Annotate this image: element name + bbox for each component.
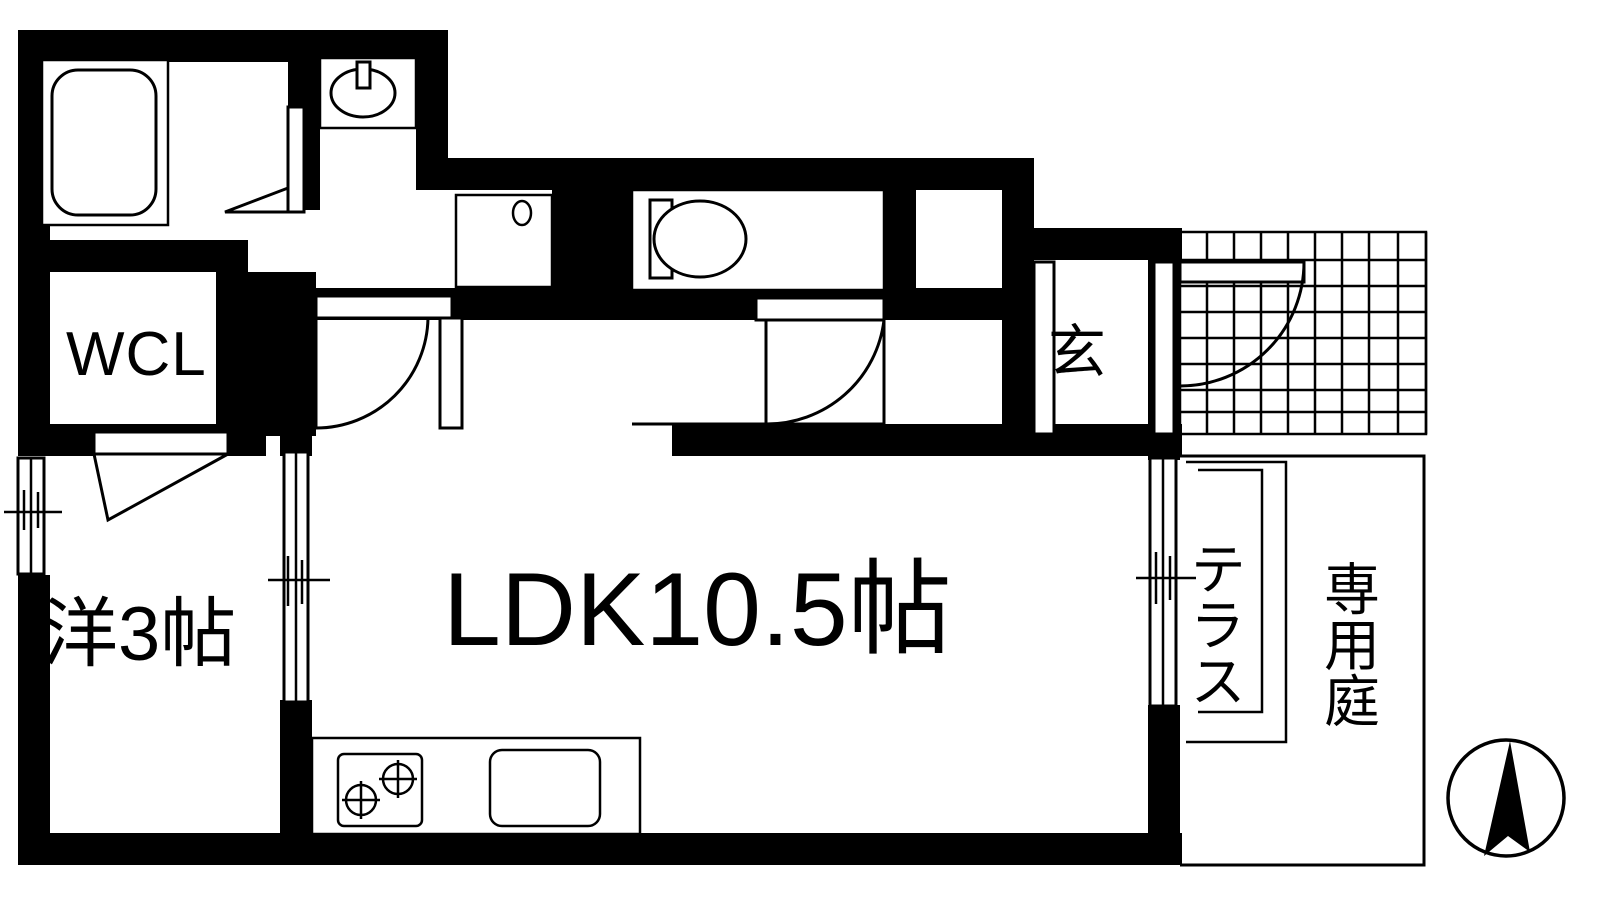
compass-north-arrow-icon [1484, 741, 1530, 856]
stove-burner-left-icon [342, 781, 380, 819]
corridor-door-leaf [438, 316, 464, 430]
wall-genkan-left [1002, 258, 1034, 438]
label-garden: 専用庭 [1317, 560, 1380, 728]
outline-terrace-outer [1186, 460, 1288, 744]
compass-rose [1446, 738, 1566, 858]
wall-top-right-step [1002, 158, 1034, 240]
washroom-door-swing-arc [314, 317, 430, 430]
wall-western-right-upper [280, 420, 312, 456]
label-western-room: 洋3帖 [42, 592, 236, 677]
genkan-inner-door-leaf [1032, 260, 1056, 436]
fixtures-layer [40, 56, 886, 836]
outline-terrace-inner [1198, 468, 1264, 714]
window-western-room-left [4, 456, 62, 576]
label-genkan: 玄 [1048, 320, 1106, 385]
genkan-door-leaf [1178, 260, 1306, 284]
wcl-door-panel [92, 430, 230, 456]
wall-bottom-ldk [290, 833, 1182, 865]
room-outlines-layer [1178, 230, 1428, 867]
wall-hall-bottom [672, 424, 1182, 456]
wall-bath-wcl-divider [18, 240, 248, 272]
genkan-door-swing-arc [1179, 261, 1306, 388]
washing-machine-pan-icon [454, 193, 554, 289]
doors-layer [4, 260, 1306, 708]
wall-top-genkan [1002, 228, 1182, 260]
wall-top-mid [416, 158, 1034, 190]
washroom-door-panel [314, 294, 454, 320]
sliding-door-ldk-terrace [1136, 456, 1196, 708]
wcl-door-swing-arrow [92, 452, 229, 523]
genkan-inner-door-leaf2 [1152, 260, 1176, 436]
sliding-door-western-ldk [268, 450, 330, 704]
toilet-bowl-icon [652, 199, 748, 279]
label-ldk: LDK10.5帖 [443, 552, 952, 668]
bath-door-leaf [286, 105, 306, 214]
bathtub-icon [50, 68, 158, 217]
wall-western-right-lower [280, 700, 312, 840]
faucet-icon [355, 60, 372, 90]
label-wcl: WCL [66, 320, 207, 389]
wall-bottom-left [18, 833, 308, 865]
toilet-door-panel [754, 296, 886, 322]
washing-machine-drain-icon [511, 199, 533, 227]
wall-left-lower [18, 575, 50, 865]
outline-garden [1180, 454, 1426, 867]
kitchen-sink-icon [488, 748, 602, 828]
wall-wcl-right [216, 240, 248, 436]
stove-burner-right-icon [379, 760, 417, 798]
wall-left-wcl [18, 240, 50, 455]
toilet-door-swing-arc [764, 319, 886, 426]
labels-layer: LDK10.5帖 洋3帖 WCL 玄 テラス 専用庭 [42, 320, 1380, 728]
wall-top-left [18, 30, 448, 62]
wall-top-sinkalcove-right [416, 30, 448, 160]
bath-door-swing-arrow [224, 185, 290, 214]
label-terrace: テラス [1183, 540, 1246, 708]
